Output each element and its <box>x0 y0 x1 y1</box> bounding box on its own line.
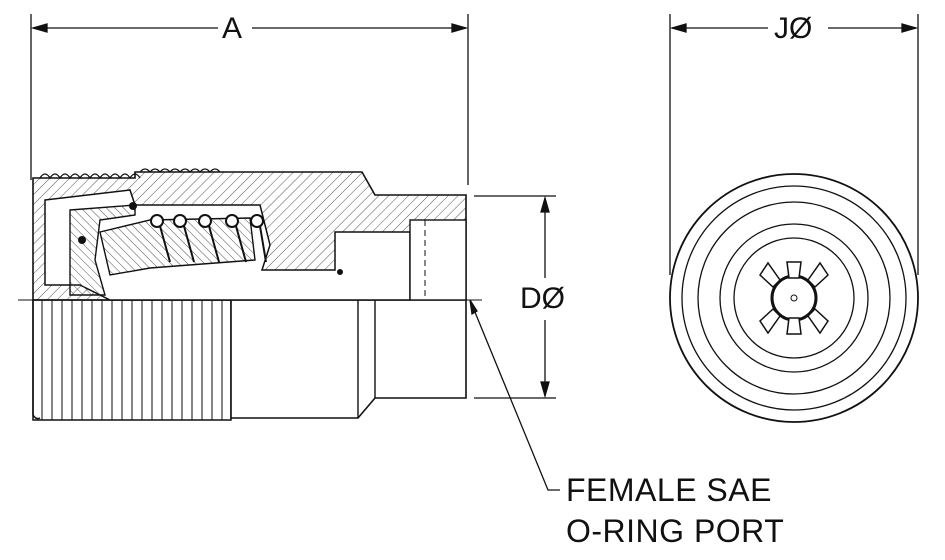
coupling-side-view <box>18 168 485 421</box>
callout-line-1: FEMALE SAE <box>566 472 772 508</box>
dimension-d-label: DØ <box>520 282 565 315</box>
dimension-j <box>669 14 919 275</box>
dimension-a <box>30 14 469 185</box>
dimension-d <box>474 195 556 399</box>
callout-leader <box>469 299 560 491</box>
dimension-a-label: A <box>222 12 243 45</box>
dimension-j-label: JØ <box>774 12 813 45</box>
callout-line-2: O-RING PORT <box>566 513 785 549</box>
coupling-end-view <box>669 173 919 423</box>
